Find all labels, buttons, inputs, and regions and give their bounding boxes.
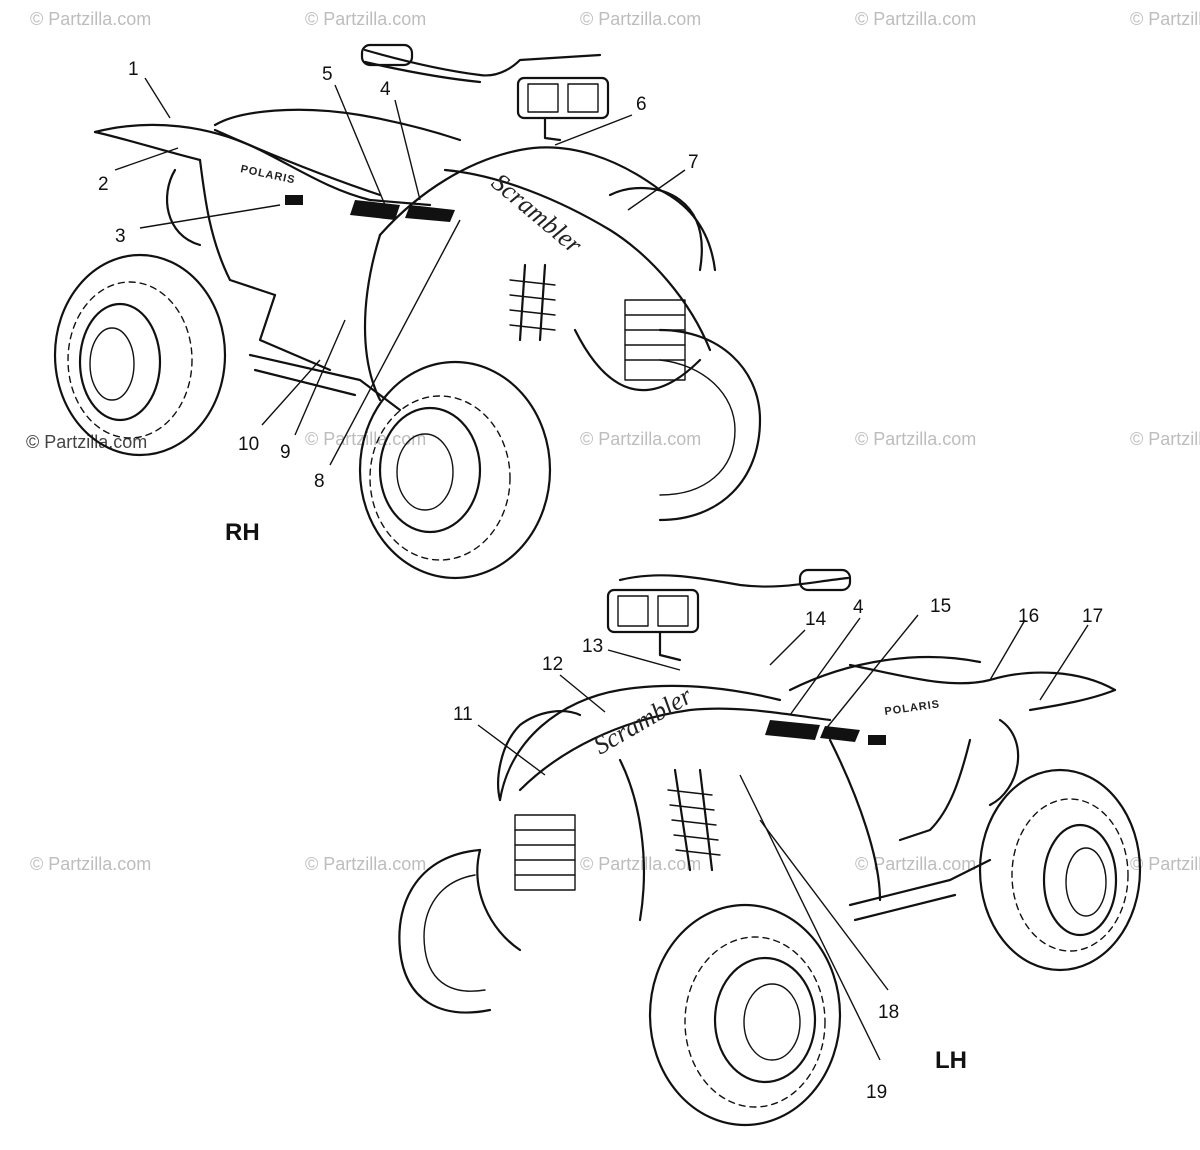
500-decal	[868, 735, 886, 745]
callout-9: 9	[280, 442, 291, 463]
credit-text: © Partzilla.com	[26, 432, 147, 452]
callout-3: 3	[115, 226, 126, 247]
watermark: © Partzilla.com	[1130, 854, 1200, 874]
leader-line	[1039, 624, 1089, 701]
callout-14: 14	[805, 609, 827, 630]
watermark: © Partzilla.com	[305, 429, 426, 449]
leader-line	[329, 219, 461, 466]
leader-line	[759, 819, 889, 991]
callout-10: 10	[238, 434, 259, 455]
leader-line	[627, 169, 686, 211]
callout-13: 13	[582, 636, 603, 657]
atv-left-side-view: POLARIS Scrambler	[398, 568, 1142, 1127]
polaris-decal: POLARIS	[239, 163, 296, 186]
watermark: © Partzilla.com	[30, 9, 151, 29]
leader-line	[294, 319, 346, 436]
callout-5: 5	[322, 64, 333, 85]
callout-19: 19	[866, 1082, 887, 1103]
leader-line	[477, 724, 546, 776]
atv-right-side-view: POLARIS Scrambler	[53, 43, 762, 580]
polaris-decal: POLARIS	[884, 698, 941, 718]
watermark: © Partzilla.com	[580, 429, 701, 449]
leader-line	[824, 614, 919, 731]
headlight-assembly	[606, 588, 700, 662]
watermark: © Partzilla.com	[1130, 9, 1200, 29]
callout-4: 4	[380, 79, 391, 100]
front-wheel-near	[648, 903, 842, 1127]
front-wheel-far	[658, 328, 762, 522]
leader-line	[789, 617, 861, 716]
leader-line	[559, 674, 606, 713]
callout-4-lh: 4	[853, 597, 864, 618]
callout-6: 6	[636, 94, 647, 115]
callout-17: 17	[1082, 606, 1103, 627]
500-decal	[285, 195, 303, 205]
stripe-decal	[765, 720, 820, 740]
rear-wheel	[978, 768, 1142, 972]
watermark: © Partzilla.com	[855, 429, 976, 449]
watermark: © Partzilla.com	[855, 9, 976, 29]
callout-15: 15	[930, 596, 951, 617]
scrambler-decal: Scrambler	[486, 167, 588, 259]
leader-line	[394, 99, 421, 201]
callout-1: 1	[128, 59, 139, 80]
callout-8: 8	[314, 471, 325, 492]
stripe-decal	[350, 200, 400, 220]
front-wheel-far	[398, 848, 492, 1014]
leader-line	[554, 114, 633, 146]
front-grill	[624, 299, 686, 381]
leader-line	[144, 77, 171, 119]
rh-callouts: 1 2 3 4 5 6 7 8 9 10 RH	[98, 59, 699, 546]
view-label-rh: RH	[225, 519, 260, 546]
watermark: © Partzilla.com	[305, 854, 426, 874]
watermark: © Partzilla.com	[580, 9, 701, 29]
callout-12: 12	[542, 654, 563, 675]
leader-line	[261, 359, 321, 426]
watermark: © Partzilla.com	[1130, 429, 1200, 449]
view-label-lh: LH	[935, 1047, 967, 1074]
rear-wheel	[53, 253, 227, 457]
front-grill	[514, 814, 576, 891]
watermark: © Partzilla.com	[30, 854, 151, 874]
callout-11: 11	[453, 704, 473, 725]
callout-2: 2	[98, 174, 109, 195]
leader-line	[989, 619, 1026, 681]
callout-16: 16	[1018, 606, 1039, 627]
watermark: © Partzilla.com	[855, 854, 976, 874]
watermark-layer: © Partzilla.com © Partzilla.com © Partzi…	[26, 9, 1200, 874]
leader-line	[607, 649, 681, 671]
leader-line	[739, 774, 881, 1061]
leader-line	[139, 204, 281, 229]
callout-18: 18	[878, 1002, 899, 1023]
leader-line	[769, 629, 806, 666]
front-wheel-near	[358, 360, 552, 580]
watermark: © Partzilla.com	[305, 9, 426, 29]
watermark: © Partzilla.com	[580, 854, 701, 874]
leader-line	[334, 84, 386, 206]
leader-line	[114, 147, 179, 171]
headlight-assembly	[516, 76, 610, 142]
lh-callouts: 11 12 13 14 4 15 16 17 18 19 LH	[453, 596, 1103, 1103]
callout-7: 7	[688, 152, 699, 173]
